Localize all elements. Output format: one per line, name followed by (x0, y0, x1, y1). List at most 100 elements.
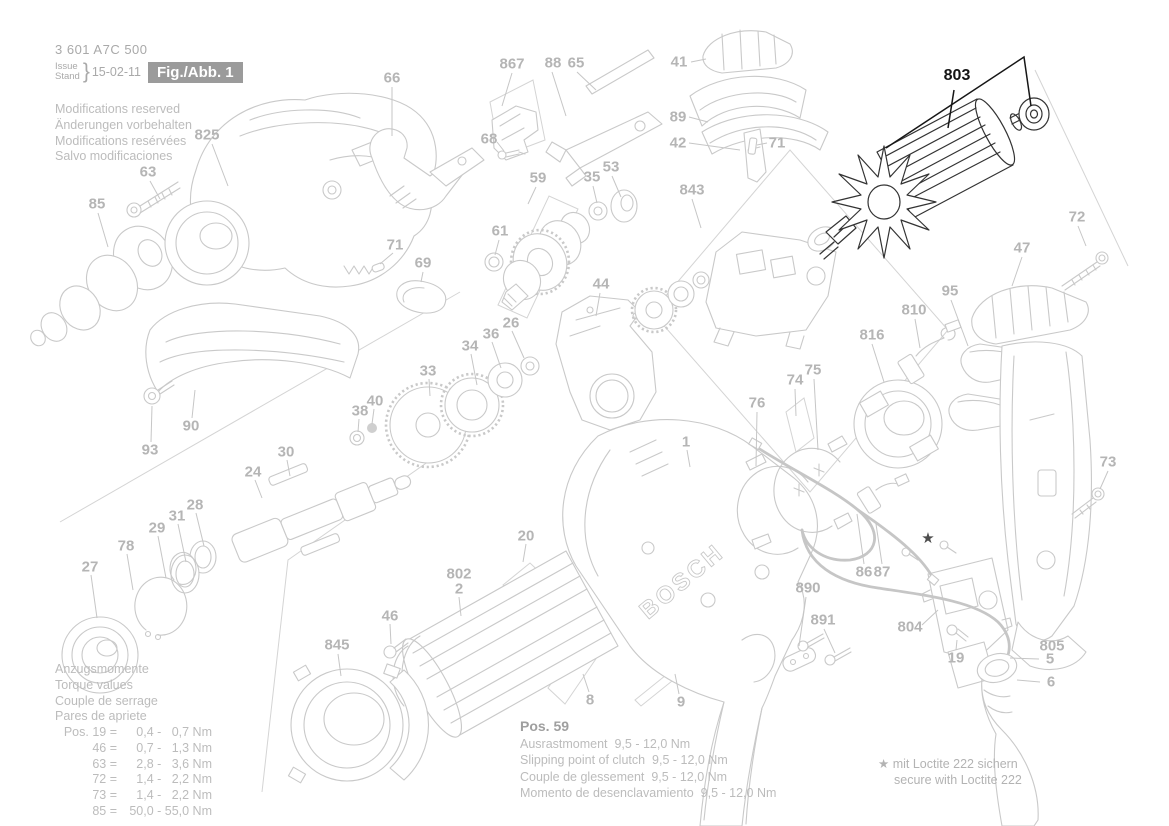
part-label-867: 867 (499, 55, 525, 73)
part-label-825: 825 (194, 126, 220, 144)
leader-lines (90, 58, 1109, 695)
torque-pos: 85 = (92, 803, 117, 818)
part-label-19: 19 (947, 649, 965, 667)
part-label-805: 805 (1039, 637, 1065, 655)
part-label-71: 71 (768, 134, 786, 152)
torque-heading: Torque values (55, 677, 133, 692)
pos59-line: Couple de glessement 9,5 - 12,0 Nm (520, 769, 728, 784)
part-label-71: 71 (386, 236, 404, 254)
brush-plate-drawing (853, 379, 943, 469)
notice-line: Modifications reserved (55, 102, 181, 116)
loctite-line-1: ★ mit Loctite 222 sichern (878, 756, 1022, 772)
notice-line: Änderungen vorbehalten (55, 117, 192, 132)
part-label-20: 20 (517, 527, 535, 545)
part-label-93: 93 (141, 441, 159, 459)
part-label-27: 27 (81, 558, 99, 576)
handle-shell-drawing (971, 285, 1092, 671)
torque-range: 50,0 - 55,0 Nm (129, 803, 212, 818)
part-label-53: 53 (602, 158, 620, 176)
part-label-816: 816 (859, 326, 885, 344)
torque-range: 0,4 - 0,7 Nm (136, 725, 212, 739)
loctite-text-de: mit Loctite 222 sichern (892, 757, 1018, 771)
part-label-34: 34 (461, 337, 479, 355)
part-label-42: 42 (669, 134, 687, 152)
part-label-843: 843 (679, 181, 705, 199)
part-label-24: 24 (244, 463, 262, 481)
part-label-78: 78 (117, 537, 135, 555)
torque-heading: Anzugsmomente (55, 662, 149, 676)
loctite-line-2: secure with Loctite 222 (894, 773, 1022, 788)
torque-heading: Couple de serrage (55, 693, 158, 708)
cap-41-drawing (689, 29, 829, 183)
part-label-63: 63 (139, 163, 157, 181)
motor-housing-drawing: BOSCH (562, 419, 818, 826)
issue-label: Issue (55, 60, 78, 72)
stand-label: Stand (55, 71, 80, 82)
part-label-2: 2 (454, 580, 464, 598)
part-label-1: 1 (681, 433, 691, 451)
pos59-line: Ausrastmoment 9,5 - 12,0 Nm (520, 737, 691, 751)
part-label-803: 803 (943, 67, 971, 84)
chuck-drawing (30, 225, 174, 347)
part-label-5: 5 (1045, 650, 1055, 668)
part-label-90: 90 (182, 417, 200, 435)
part-label-31: 31 (168, 507, 186, 525)
part-label-86: 86 (855, 563, 873, 581)
torque-pos: 63 = (92, 756, 117, 771)
screws-890-drawing (782, 633, 852, 672)
part-label-33: 33 (419, 362, 437, 380)
part-label-89: 89 (669, 108, 687, 126)
torque-row: Pos. 19 =0,4 - 0,7 Nm (55, 725, 212, 741)
part-label-9: 9 (676, 693, 686, 711)
torque-range: 1,4 - 2,2 Nm (136, 772, 212, 787)
torque-range: 0,7 - 1,3 Nm (136, 740, 212, 755)
part-label-804: 804 (897, 618, 923, 636)
part-label-6: 6 (1046, 673, 1056, 691)
torque-row: 85 = 50,0 - 55,0 Nm (55, 804, 212, 820)
notice-line: Salvo modificaciones (55, 149, 173, 164)
issue-date: 15-02-11 (91, 65, 141, 79)
detent-knob-drawing (343, 262, 447, 314)
part-label-95: 95 (941, 282, 959, 300)
torque-pos: 73 = (92, 788, 117, 802)
wiring-drawing (748, 437, 1011, 662)
part-label-36: 36 (482, 325, 500, 343)
torque-pos: 72 = (92, 772, 117, 787)
star-icon: ★ (878, 757, 890, 771)
pos59-line: Slipping point of clutch 9,5 - 12,0 Nm (520, 753, 728, 768)
clamshell-90-drawing (143, 302, 360, 405)
bracket-867-drawing (491, 105, 539, 161)
part-label-28: 28 (186, 496, 204, 514)
torque-range: 1,4 - 2,2 Nm (136, 788, 212, 802)
part-label-891: 891 (810, 611, 836, 629)
part-label-29: 29 (148, 519, 166, 537)
armature-803-drawing (819, 55, 1050, 260)
handle-screws-drawing (1061, 251, 1109, 519)
torque-range: 2,8 - 3,6 Nm (136, 756, 212, 771)
part-label-46: 46 (381, 607, 399, 625)
part-label-59: 59 (529, 169, 547, 187)
torque-values-block: Anzugsmomente Torque values Couple de se… (55, 662, 212, 820)
gears-drawing (384, 356, 540, 469)
part-label-87: 87 (873, 563, 891, 581)
part-label-72: 72 (1068, 208, 1086, 226)
part-label-41: 41 (670, 53, 688, 71)
notice-line: Modifications resérvées (55, 133, 187, 148)
part-label-47: 47 (1013, 239, 1031, 257)
part-label-85: 85 (88, 195, 106, 213)
part-label-61: 61 (491, 222, 509, 240)
part-label-845: 845 (324, 636, 350, 654)
torque-row: 46 =0,7 - 1,3 Nm (55, 741, 212, 757)
part-label-75: 75 (804, 361, 822, 379)
part-label-35: 35 (583, 168, 601, 186)
torque-row: 73 = 1,4 - 2,2 Nm (55, 788, 212, 804)
part-label-68: 68 (480, 130, 498, 148)
brush-clamps-drawing (736, 435, 853, 555)
part-label-69: 69 (414, 254, 432, 272)
product-code: 3 601 A7C 500 (55, 42, 148, 57)
part-label-30: 30 (277, 443, 295, 461)
cord-drawing (976, 652, 1039, 826)
